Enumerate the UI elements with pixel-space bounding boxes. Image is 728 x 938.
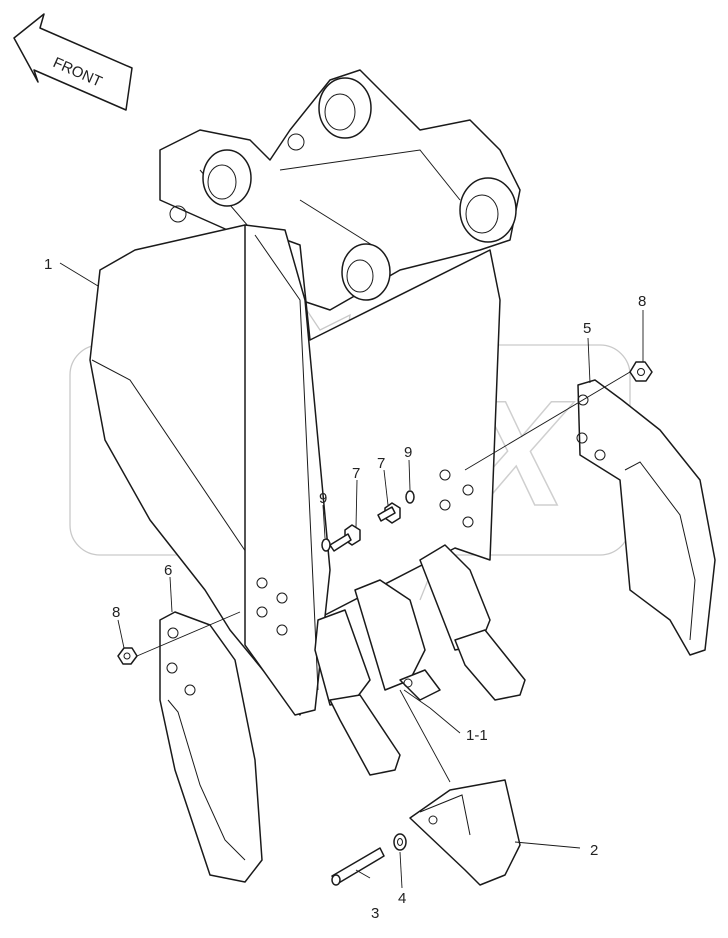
loose-tooth [409,779,521,886]
hex-nut-right [629,361,653,382]
callout-5: 5 [583,320,591,337]
bucket-hanger [159,69,521,311]
callout-9-left: 9 [319,490,327,507]
washer-right [405,490,415,504]
bucket-body [89,224,501,716]
callout-7-right: 7 [377,455,385,472]
callout-1: 1 [44,256,52,273]
callout-8-right: 8 [638,293,646,310]
callout-3: 3 [371,905,379,922]
callout-1-1: 1-1 [466,727,488,744]
pin-and-washer [331,833,407,886]
side-cutter-left [159,611,263,883]
callout-6: 6 [164,562,172,579]
washer-left [321,538,331,552]
callout-labels: 1 1-1 2 3 4 5 6 7 7 8 8 9 9 [44,256,646,922]
side-cutter-right [576,379,716,656]
hex-nut-left [117,647,138,665]
front-arrow: FRONT [13,13,133,111]
callout-2: 2 [590,842,598,859]
bolt-right [377,502,401,524]
teeth-adapters [314,544,526,776]
callout-8-left: 8 [112,604,120,621]
bolt-left [329,524,361,552]
callout-7-left: 7 [352,465,360,482]
callout-9-right: 9 [404,444,412,461]
callout-4: 4 [398,890,406,907]
leader-lines [59,262,644,889]
